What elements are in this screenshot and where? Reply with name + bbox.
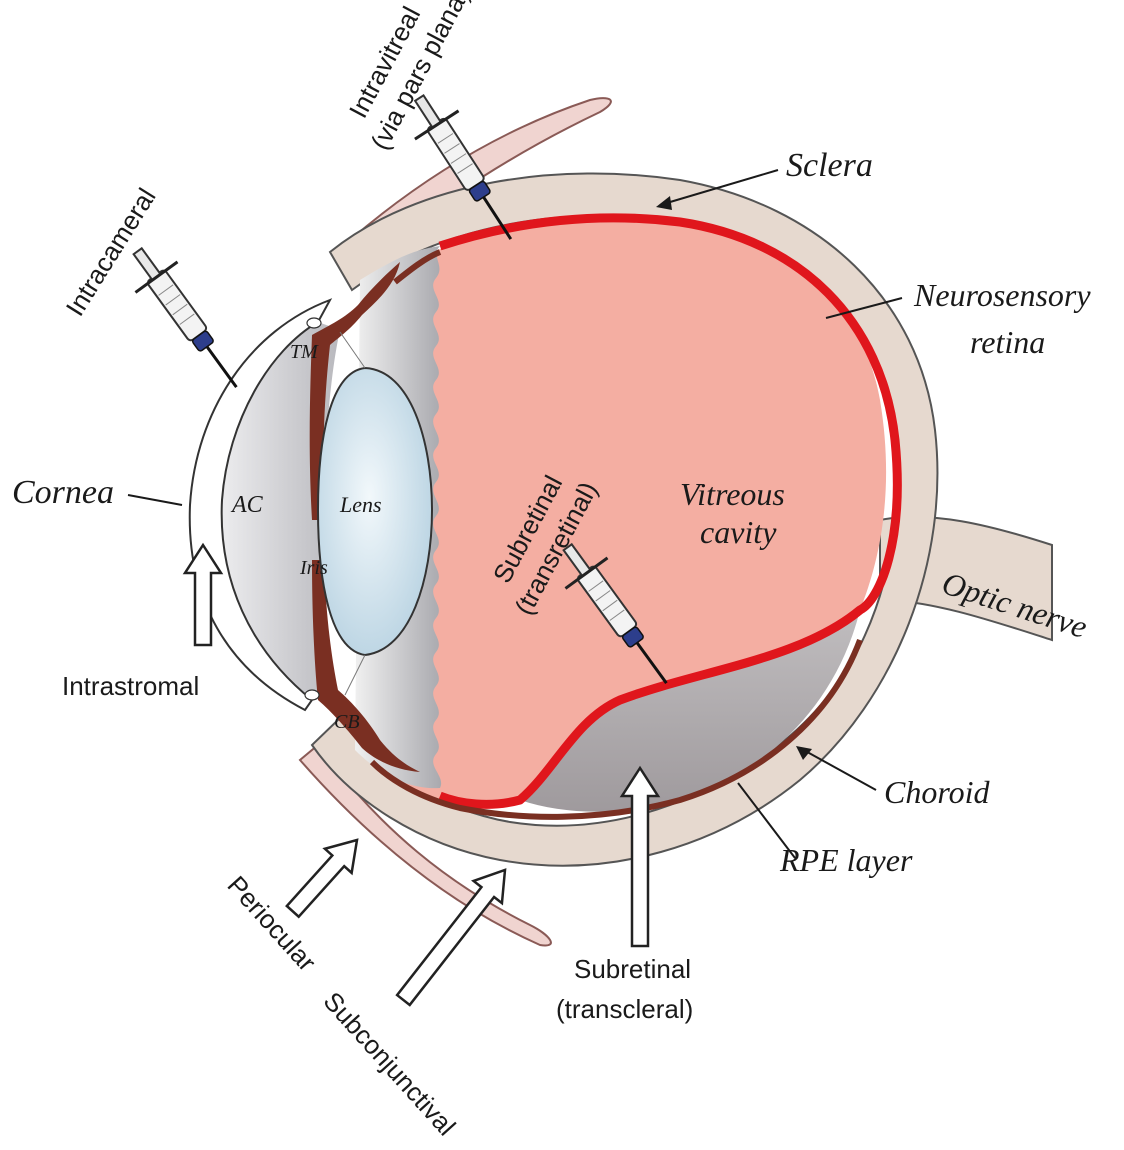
label-retina: retina (970, 324, 1045, 360)
label-subretinal-transscleral-line1: Subretinal (574, 954, 691, 984)
label-intrastromal: Intrastromal (62, 671, 199, 701)
label-ac: AC (230, 492, 264, 518)
label-neurosensory: Neurosensory (913, 277, 1091, 313)
label-subretinal-transscleral-line2: (transcleral) (556, 994, 693, 1024)
label-tm: TM (290, 341, 319, 363)
label-intracameral: Intracameral (60, 183, 162, 321)
label-vitreous: Vitreous (680, 476, 785, 512)
label-cornea: Cornea (12, 474, 114, 511)
label-cavity: cavity (700, 514, 777, 550)
label-cb: CB (334, 711, 360, 733)
leader-cornea (128, 495, 182, 505)
cb-marker (305, 690, 319, 700)
label-choroid: Choroid (884, 774, 991, 810)
label-subconjunctival: Subconjunctival (318, 986, 462, 1141)
label-iris: Iris (299, 557, 328, 579)
tm-marker (307, 318, 321, 328)
label-sclera: Sclera (786, 147, 873, 184)
label-rpe: RPE layer (779, 842, 913, 878)
arrow-periocular (279, 828, 370, 923)
label-lens: Lens (339, 492, 382, 517)
